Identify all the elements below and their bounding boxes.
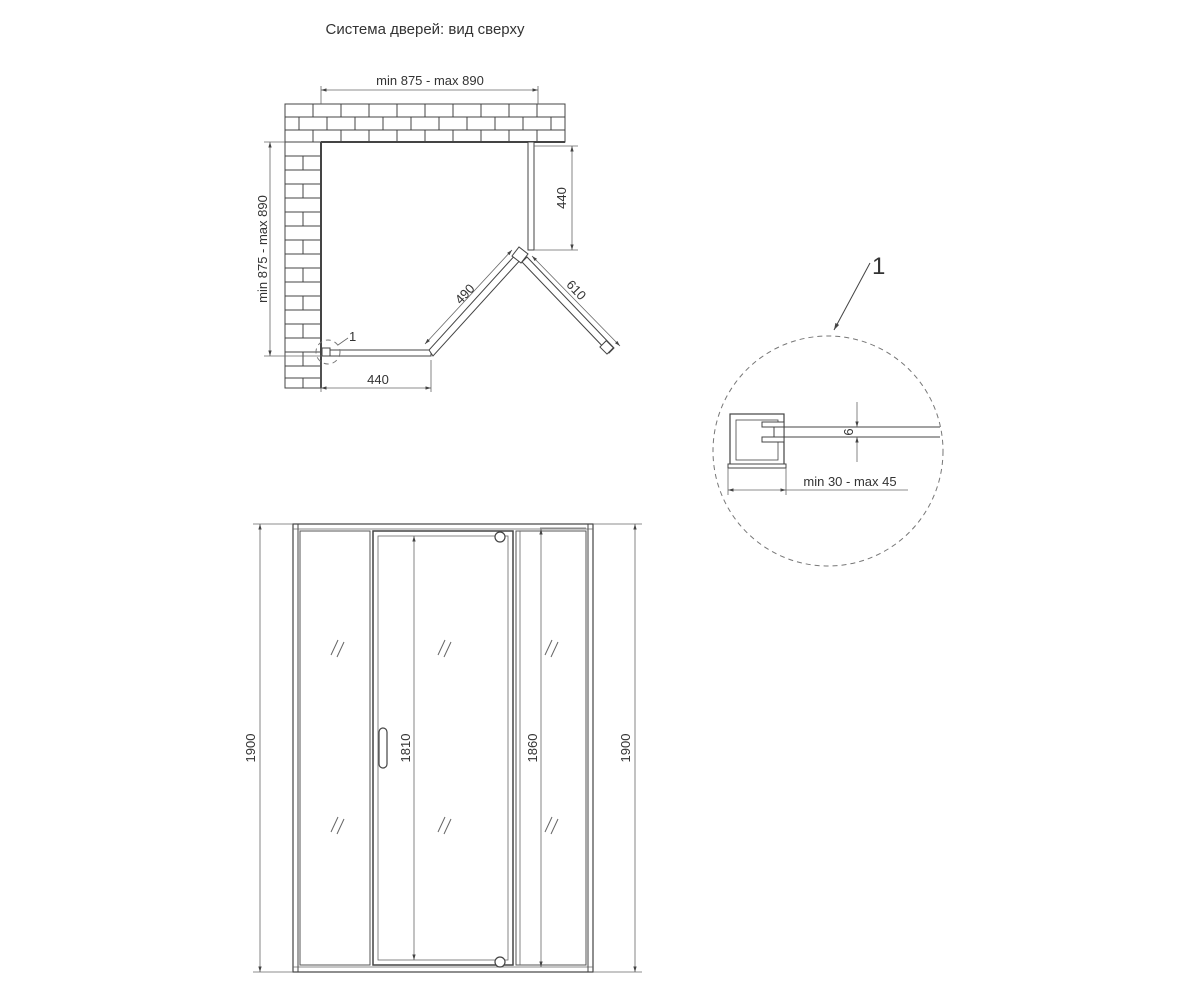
dim-right-wall: 440 (554, 187, 569, 209)
detail-marker-circle (315, 339, 341, 365)
dim-glass-thickness: 6 (841, 428, 856, 435)
dim-profile-adjust: min 30 - max 45 (803, 474, 896, 489)
dim-right-height: 1900 (618, 734, 633, 763)
bottom-fixed-panel (320, 349, 432, 357)
glass-reflection-icon (330, 639, 559, 835)
detail-callout-arrow (833, 262, 871, 331)
drawing-title: Система дверей: вид сверху (326, 21, 525, 38)
diagonal-fixed-panel (428, 251, 524, 357)
wall-profile (321, 347, 331, 357)
brick-wall (284, 103, 566, 389)
detail-ref-label: 1 (349, 329, 356, 344)
right-fixed-panel (527, 141, 535, 251)
right-fixed-glass (515, 530, 587, 966)
left-fixed-glass (299, 530, 371, 966)
top-hinge-icon (494, 531, 506, 543)
dim-door-height: 1810 (398, 734, 413, 763)
front-view: 1900 1810 1860 1900 (243, 523, 642, 973)
door-handle-icon (378, 727, 388, 769)
door-panel-open (521, 256, 615, 354)
detail-circle (712, 335, 944, 567)
detail-view: 1 6 min 30 - max 45 (712, 253, 944, 567)
door-glass (372, 530, 514, 966)
dim-left-depth: min 875 - max 890 (255, 195, 270, 303)
dim-top-width: min 875 - max 890 (376, 73, 484, 88)
top-view: 1 min 875 - max 890 min 875 - max 890 44… (255, 73, 621, 392)
dim-panel-height: 1860 (525, 734, 540, 763)
dim-left-height: 1900 (243, 734, 258, 763)
dim-bottom-wall: 440 (367, 372, 389, 387)
hinge-icon (511, 246, 529, 264)
detail-callout-label: 1 (872, 253, 885, 280)
bottom-hinge-icon (494, 956, 506, 968)
